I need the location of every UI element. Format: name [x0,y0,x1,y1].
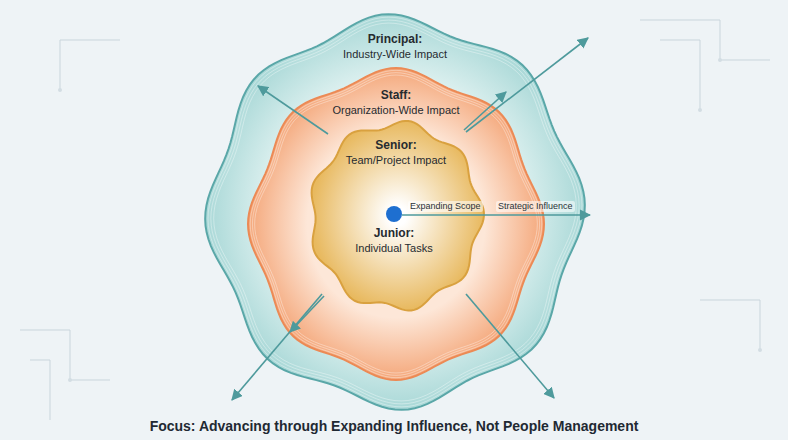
outward-arrow [466,294,554,398]
level-heading: Junior: [324,226,464,241]
text-block: Staff:Organization-Wide Impact [246,88,546,117]
text-block: Principal:Industry-Wide Impact [203,32,587,61]
junior-core: Junior:Individual Tasks [324,226,464,260]
outward-arrow [464,92,506,130]
level-description: Team/Project Impact [306,153,486,167]
level-heading: Senior: [306,138,486,153]
arrow-label: Strategic Influence [496,201,575,212]
level-description: Individual Tasks [324,241,464,255]
level-heading: Principal: [203,32,587,47]
level-description: Industry-Wide Impact [203,47,587,61]
center-dot [386,206,402,222]
level-heading: Staff: [246,88,546,103]
level-description: Organization-Wide Impact [246,103,546,117]
arrow-label: Expanding Scope [408,201,483,212]
text-block: Senior:Team/Project Impact [306,138,486,167]
outward-arrow [258,86,328,134]
scope-arrow [402,214,590,216]
caption: Focus: Advancing through Expanding Influ… [0,418,788,435]
outward-arrow [232,294,322,400]
outward-arrow [290,296,324,332]
outward-arrow [466,38,588,132]
text-block: Junior:Individual Tasks [324,226,464,255]
